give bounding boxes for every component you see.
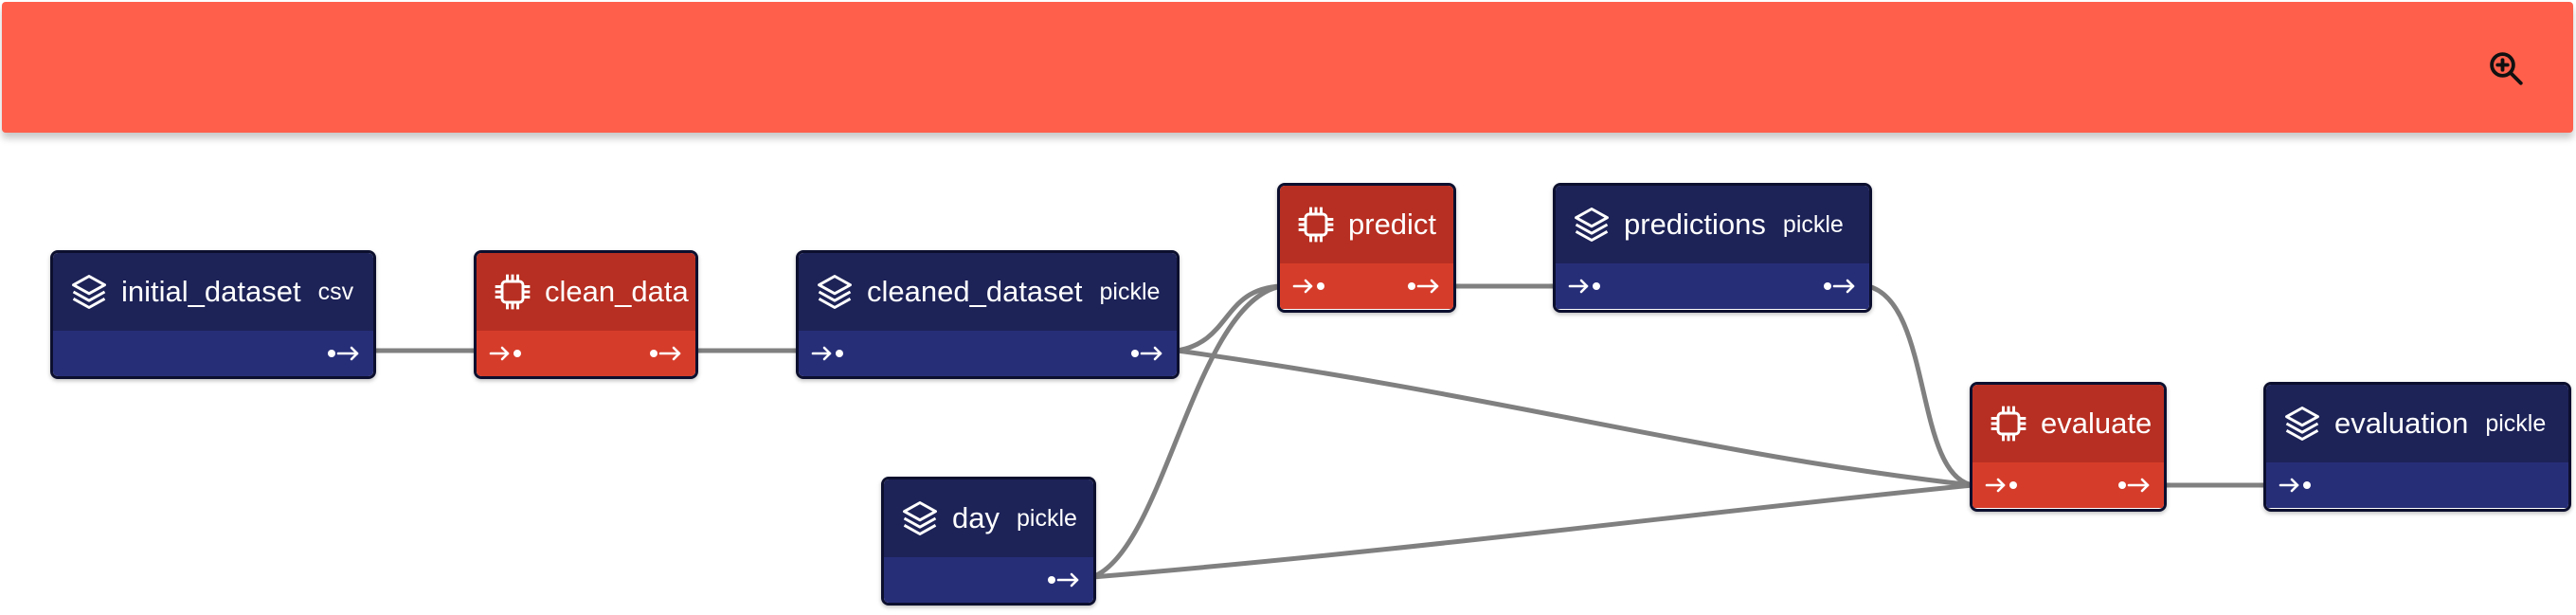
node-format: csv — [317, 278, 354, 305]
node-ports — [799, 331, 1177, 376]
node-name: day — [952, 501, 1000, 534]
node-header: clean_data — [477, 253, 695, 331]
output-port-icon[interactable] — [1129, 342, 1165, 365]
node-name: predictions — [1624, 208, 1766, 241]
node-format: pickle — [2485, 409, 2547, 437]
node-ports — [2266, 462, 2568, 508]
node-ports — [477, 331, 695, 376]
node-header: predictions pickle — [1556, 186, 1869, 263]
node-clean_data[interactable]: clean_data — [474, 250, 698, 379]
output-port-icon[interactable] — [2117, 474, 2153, 497]
node-cleaned_dataset[interactable]: cleaned_dataset pickle — [796, 250, 1180, 379]
zoom-in-icon — [2490, 52, 2523, 85]
input-port-icon[interactable] — [2278, 474, 2314, 497]
node-name: initial_dataset — [121, 275, 301, 308]
node-header: evaluation pickle — [2266, 385, 2568, 462]
node-ports — [53, 331, 373, 376]
output-port-icon[interactable] — [1046, 569, 1082, 591]
edge-cleaned_dataset-predict — [1175, 283, 1284, 353]
node-name: evaluate — [2041, 407, 2153, 440]
node-format: pickle — [1016, 504, 1077, 532]
input-port-icon[interactable] — [1567, 275, 1603, 298]
cpu-icon — [1298, 207, 1334, 243]
node-ports — [1556, 263, 1869, 309]
layers-icon — [818, 275, 852, 309]
node-header: predict — [1280, 186, 1453, 263]
node-initial_dataset[interactable]: initial_dataset csv — [50, 250, 376, 379]
cpu-icon — [495, 274, 531, 310]
node-header: cleaned_dataset pickle — [799, 253, 1177, 331]
node-evaluation[interactable]: evaluation pickle — [2263, 382, 2571, 512]
input-port-icon[interactable] — [810, 342, 846, 365]
input-port-icon[interactable] — [1984, 474, 2020, 497]
output-port-icon[interactable] — [326, 342, 362, 365]
layers-icon — [2285, 407, 2319, 441]
node-ports — [1973, 462, 2164, 508]
node-header: day pickle — [884, 479, 1093, 557]
node-name: cleaned_dataset — [867, 275, 1083, 308]
node-ports — [1280, 263, 1453, 309]
node-day[interactable]: day pickle — [881, 477, 1096, 606]
node-evaluate[interactable]: evaluate — [1970, 382, 2167, 512]
node-name: clean_data — [545, 275, 689, 308]
node-predictions[interactable]: predictions pickle — [1553, 183, 1872, 313]
edge-predictions-evaluate — [1865, 283, 1975, 488]
node-name: evaluation — [2334, 407, 2469, 440]
edge-cleaned_dataset-evaluate — [1175, 348, 1975, 488]
node-format: pickle — [1099, 278, 1161, 305]
output-port-icon[interactable] — [1406, 275, 1442, 298]
output-port-icon[interactable] — [1822, 275, 1858, 298]
zoom-in-button[interactable] — [2482, 45, 2530, 92]
layers-icon — [903, 501, 937, 535]
cpu-icon — [1991, 406, 2027, 442]
node-name: predict — [1348, 208, 1437, 241]
layers-icon — [1575, 208, 1609, 242]
layers-icon — [72, 275, 106, 309]
input-port-icon[interactable] — [488, 342, 524, 365]
node-format: pickle — [1782, 210, 1844, 238]
edge-day-evaluate — [1090, 482, 1975, 580]
edge-day-predict — [1090, 283, 1284, 580]
output-port-icon[interactable] — [648, 342, 684, 365]
node-predict[interactable]: predict — [1277, 183, 1456, 313]
node-header: evaluate — [1973, 385, 2164, 462]
header-bar — [2, 2, 2573, 133]
input-port-icon[interactable] — [1291, 275, 1327, 298]
node-ports — [884, 557, 1093, 603]
node-header: initial_dataset csv — [53, 253, 373, 331]
